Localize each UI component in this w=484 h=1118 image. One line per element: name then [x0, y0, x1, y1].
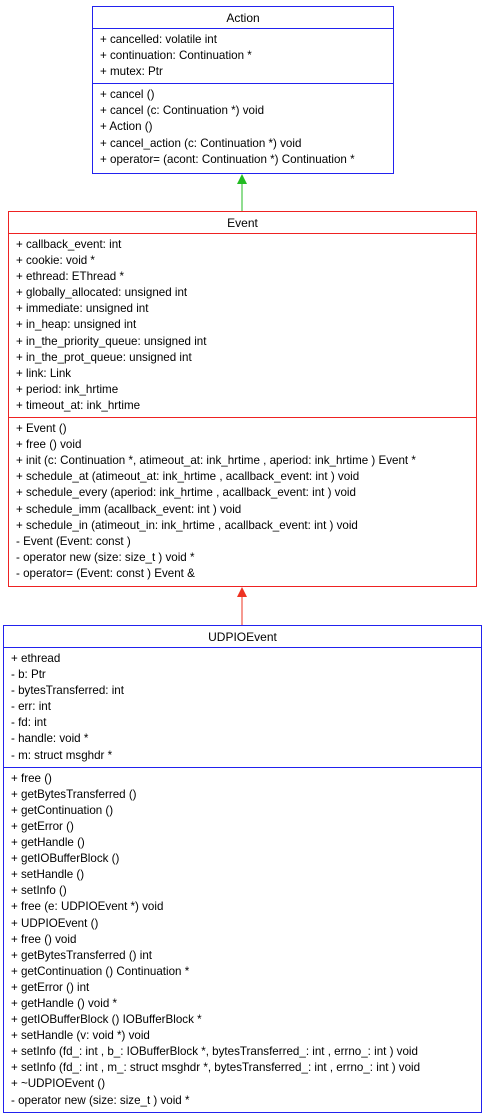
class-method: - Event (Event: const ) [16, 534, 131, 548]
attributes-event: + callback_event: int + cookie: void * + e… [9, 234, 476, 419]
class-method: + operator= (acont: Continuation *) Cont… [100, 152, 355, 166]
class-attribute: + globally_allocated: unsigned int [16, 286, 188, 300]
class-method: + getError () [11, 819, 74, 833]
class-method: + free () void [11, 932, 77, 946]
methods-action: + cancel () + cancel (c: Continuation *) … [93, 84, 393, 170]
class-attribute: - fd: int [11, 716, 47, 730]
class-method: - operator= (Event: const ) Event & [16, 566, 195, 580]
class-method: + getContinuation () [11, 803, 114, 817]
class-method: + setInfo () [11, 884, 67, 898]
class-method: + cancel_action (c: Continuation *) void [100, 136, 302, 150]
class-attribute: - err: int [11, 700, 51, 714]
class-attribute: + period: ink_hrtime [16, 382, 119, 396]
class-method: + schedule_at (atimeout_at: ink_hrtime ,… [16, 470, 360, 484]
class-method: + free () [11, 771, 52, 785]
class-attribute: + callback_event: int [16, 238, 122, 251]
class-method: + getIOBufferBlock () IOBufferBlock * [11, 1013, 202, 1027]
methods-event: + Event () + free () void + init (c: Conti… [9, 418, 476, 585]
class-name-udpioevent: UDPIOEvent [4, 626, 481, 648]
class-method: + schedule_every (aperiod: ink_hrtime , … [16, 486, 356, 500]
class-box-udpioevent: UDPIOEvent + ethread - b: Ptr - bytesTrans… [3, 625, 482, 1113]
class-method: + getBytesTransferred () int [11, 948, 153, 962]
class-method: + Action () [100, 120, 153, 134]
class-attribute: - bytesTransferred: int [11, 684, 124, 698]
class-attribute: + cancelled: volatile int [100, 33, 217, 46]
class-method: + schedule_imm (acallback_event: int ) v… [16, 502, 242, 516]
class-attribute: + in_heap: unsigned int [16, 318, 137, 332]
class-method: + UDPIOEvent () [11, 916, 99, 930]
class-method: + free (e: UDPIOEvent *) void [11, 900, 164, 914]
class-attribute: + ethread: EThread * [16, 270, 124, 284]
class-attribute: + in_the_prot_queue: unsigned int [16, 350, 192, 364]
class-method: + schedule_in (atimeout_in: ink_hrtime ,… [16, 518, 358, 532]
class-method: + getError () int [11, 980, 90, 994]
class-name-event: Event [9, 212, 476, 234]
class-method: + getHandle () void * [11, 996, 118, 1010]
generalization-arrow-udpioevent-event [237, 587, 247, 597]
class-method: + init (c: Continuation *, atimeout_at: … [16, 454, 416, 468]
class-attribute: + in_the_priority_queue: unsigned int [16, 334, 207, 348]
class-method: + free () void [16, 438, 82, 452]
class-method: + setHandle (v: void *) void [11, 1029, 150, 1043]
class-method: + ~UDPIOEvent () [11, 1077, 106, 1091]
class-method: + getContinuation () Continuation * [11, 964, 190, 978]
class-attribute: + immediate: unsigned int [16, 302, 149, 316]
class-attribute: + timeout_at: ink_hrtime [16, 398, 141, 412]
class-method: + getBytesTransferred () [11, 787, 137, 801]
class-method: - operator new (size: size_t ) void * [11, 1093, 190, 1107]
class-attribute: + cookie: void * [16, 254, 95, 268]
class-attribute: - b: Ptr [11, 668, 46, 682]
class-method: + cancel () [100, 88, 155, 102]
class-method: + getHandle () [11, 836, 85, 850]
class-box-event: Event + callback_event: int + cookie: voi… [8, 211, 477, 587]
class-attribute: - m: struct msghdr * [11, 748, 113, 762]
attributes-action: + cancelled: volatile int + continuation:… [93, 29, 393, 85]
class-method: + setInfo (fd_: int , m_: struct msghdr … [11, 1061, 421, 1075]
class-method: + cancel (c: Continuation *) void [100, 104, 265, 118]
class-method: + getIOBufferBlock () [11, 852, 120, 866]
class-name-action: Action [93, 7, 393, 29]
class-method: + Event () [16, 422, 67, 436]
generalization-arrow-event-action [237, 174, 247, 184]
class-box-action: Action + cancelled: volatile int + contin… [92, 6, 394, 174]
class-attribute: + mutex: Ptr [100, 65, 163, 79]
class-method: + setInfo (fd_: int , b_: IOBufferBlock … [11, 1045, 418, 1059]
class-attribute: - handle: void * [11, 732, 89, 746]
attributes-udpioevent: + ethread - b: Ptr - bytesTransferred: int… [4, 648, 481, 768]
class-attribute: + continuation: Continuation * [100, 49, 252, 63]
class-attribute: + link: Link [16, 366, 72, 380]
class-method: + setHandle () [11, 868, 85, 882]
class-method: - operator new (size: size_t ) void * [16, 550, 195, 564]
class-attribute: + ethread [11, 652, 61, 665]
methods-udpioevent: + free () + getBytesTransferred () + getCo… [4, 768, 481, 1112]
